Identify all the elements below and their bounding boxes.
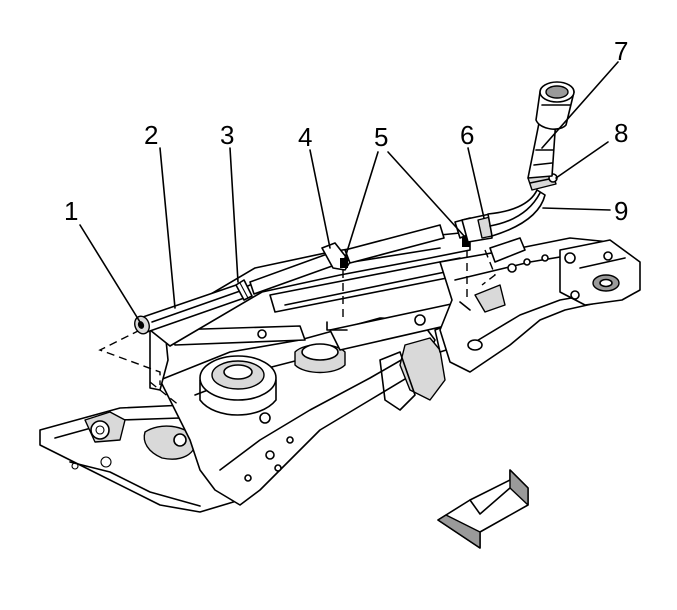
- callout-4: 4: [298, 122, 312, 152]
- callout-8: 8: [614, 118, 628, 148]
- callout-6: 6: [460, 120, 474, 150]
- callout-9: 9: [614, 196, 628, 226]
- callout-3: 3: [220, 120, 234, 150]
- alignment-lines: [98, 249, 496, 407]
- rear-frame-section: [439, 237, 641, 373]
- front-direction-arrow-icon: [437, 469, 529, 549]
- callout-5: 5: [374, 122, 388, 152]
- vehicle-frame: [39, 231, 481, 513]
- callout-1: 1: [64, 196, 78, 226]
- leader-lines: [79, 61, 619, 323]
- callout-2: 2: [144, 120, 158, 150]
- callout-labels: 1 2 3 4 5 6 7 8 9: [64, 36, 628, 226]
- callout-7: 7: [614, 36, 628, 66]
- fuel-filler-pipe: [134, 81, 575, 335]
